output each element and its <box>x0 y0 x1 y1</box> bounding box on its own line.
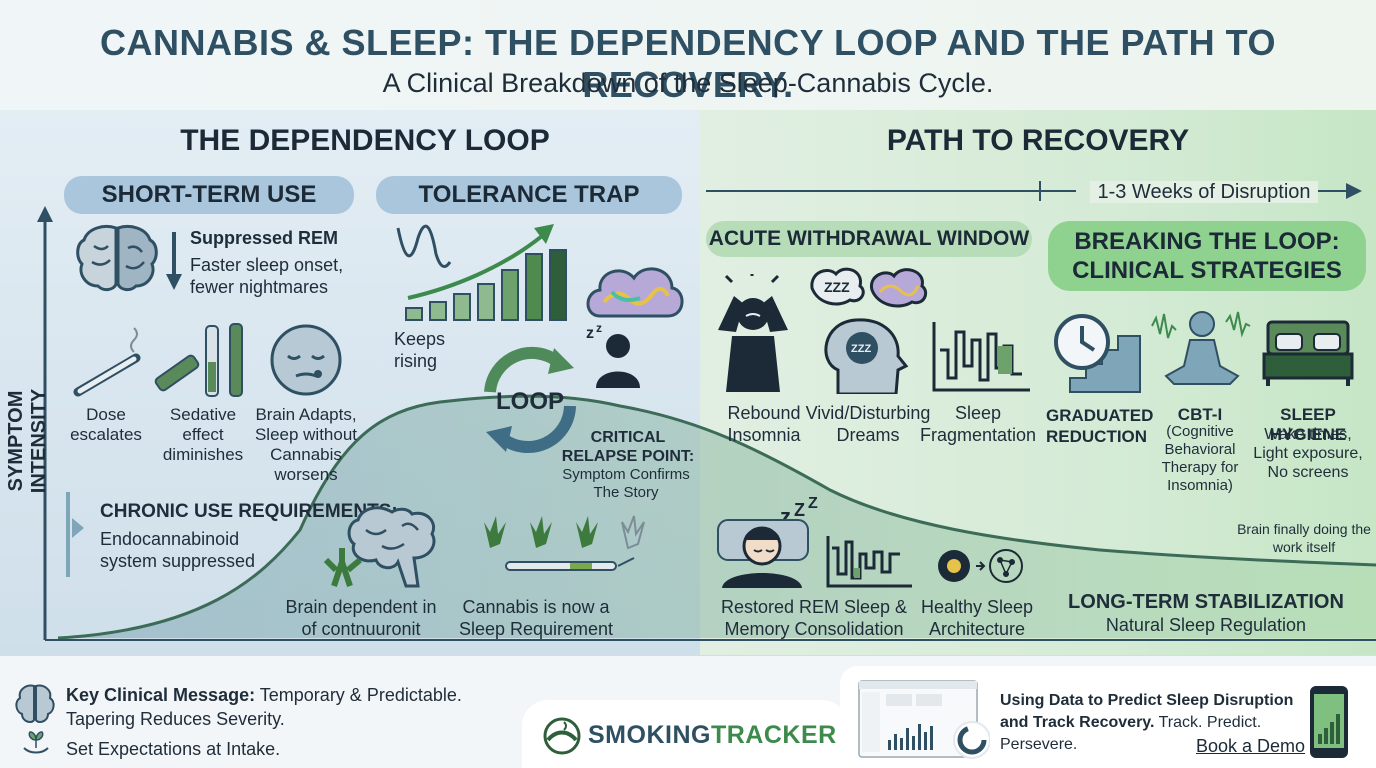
loop-label: LOOP <box>495 388 564 415</box>
rem-text: Faster sleep onset, fewer nightmares <box>190 255 344 297</box>
rem-graph-icon <box>826 536 912 588</box>
svg-text:z: z <box>596 321 602 335</box>
key-message-label: Key Clinical Message: <box>66 685 256 705</box>
page-subtitle: A Clinical Breakdown of the Sleep-Cannab… <box>382 68 994 98</box>
fragmented-sleep-graph-icon <box>932 322 1030 392</box>
key-message-text: Temporary & Predictable. <box>259 685 462 705</box>
sleep-fragmentation-text: Sleep Fragmentation <box>920 403 1037 445</box>
y-axis-label: SYMPTOM INTENSITY <box>5 388 50 494</box>
expectations-text: Set Expectations at Intake. <box>66 739 281 759</box>
promo-text: Using Data to Predict Sleep Disruption a… <box>1000 690 1310 756</box>
brand-name: SMOKINGTRACKER <box>588 721 837 750</box>
withdrawal-pill: ACUTE WITHDRAWAL WINDOW <box>706 221 1032 257</box>
distressed-person-icon <box>718 274 788 392</box>
cannabis-leaves-icon <box>484 515 645 571</box>
rebound-insomnia-text: Rebound Insomnia <box>727 403 801 445</box>
timeline-arrow <box>706 181 1362 201</box>
page-title: CANNABIS & SLEEP: THE DEPENDENCY LOOP AN… <box>100 22 1276 105</box>
book-demo-link[interactable]: Book a Demo <box>1196 736 1306 756</box>
vivid-dreams-text: Vivid/Disturbing Dreams <box>805 403 931 445</box>
brain-dependent-text: Brain dependent in of contnuuronit <box>285 597 437 639</box>
chronic-marker <box>66 492 70 577</box>
sleep-hygiene-text: Wake times, Light exposure, No screens <box>1253 426 1363 481</box>
keeps-rising-text: Keeps rising <box>394 329 446 371</box>
vape-pen-icon <box>154 323 243 397</box>
critical-relapse-text: Symptom Confirms The Story <box>562 466 690 501</box>
svg-text:z: z <box>586 325 594 342</box>
restored-rem-text: Restored REM Sleep & Memory Consolidatio… <box>720 597 908 639</box>
tolerance-pill: TOLERANCE TRAP <box>376 176 682 214</box>
key-message: Key Clinical Message: Temporary & Predic… <box>66 684 506 706</box>
dependency-heading: THE DEPENDENCY LOOP <box>180 124 550 157</box>
dependent-brain-icon <box>323 506 436 588</box>
smokingtracker-logo-icon <box>543 717 581 755</box>
brand-name-b: TRACKER <box>710 721 837 749</box>
long-term-text: Natural Sleep Regulation <box>1105 615 1307 635</box>
dream-cloud-icon <box>586 267 684 318</box>
svg-text:ZZZ: ZZZ <box>851 343 871 355</box>
sedative-text: Sedative effect diminishes <box>162 405 244 464</box>
sleeping-person-icon: z z <box>586 321 640 388</box>
long-term-title: LONG-TERM STABILIZATION <box>1068 591 1344 613</box>
brain-adapts-text: Brain Adapts, Sleep without Cannabis wor… <box>254 405 358 484</box>
cbti-title: CBT-I <box>1177 405 1223 424</box>
header-background <box>0 0 1376 110</box>
brand-name-a: SMOKING <box>588 721 711 749</box>
sleep-hygiene-title: SLEEP HYGIENE <box>1269 405 1347 444</box>
svg-text:ZZZ: ZZZ <box>824 279 850 295</box>
bed-icon <box>1262 320 1354 386</box>
graduated-reduction-title: GRADUATED REDUCTION <box>1046 406 1154 446</box>
joint-icon <box>73 327 141 397</box>
footer-brain-icon <box>15 684 55 723</box>
rem-title: Suppressed REM <box>190 228 339 248</box>
recovery-heading: PATH TO RECOVERY <box>886 124 1190 157</box>
promo-tagline: Track. Predict. Persevere. <box>1000 714 1262 753</box>
clock-stairs-icon <box>1054 314 1141 393</box>
chronic-text: Endocannabinoid system suppressed <box>100 529 256 571</box>
dashboard-preview-icon <box>858 680 990 759</box>
chronic-title: CHRONIC USE REQUIREMENTS: <box>100 501 398 522</box>
promo-bold: Using Data to Predict Sleep Disruption a… <box>1000 692 1294 731</box>
svg-text:Z: Z <box>808 495 818 512</box>
brain-icon <box>76 225 158 292</box>
healthy-architecture-text: Healthy Sleep Architecture <box>920 597 1034 639</box>
dose-escalates-text: Dose escalates <box>70 405 142 444</box>
short-term-pill: SHORT-TERM USE <box>64 176 354 214</box>
restful-sleeper-icon: z Z Z <box>717 495 818 588</box>
dreaming-head-icon: ZZZ ZZZ <box>810 267 928 394</box>
brain-note-text: Brain finally doing the work itself <box>1237 521 1371 555</box>
timeline-label: 1-3 Weeks of Disruption <box>1090 181 1318 203</box>
svg-text:z: z <box>780 504 791 529</box>
rising-bars-chart-icon <box>396 224 567 321</box>
cbti-text: (Cognitive Behavioral Therapy for Insomn… <box>1161 423 1239 494</box>
healthy-brain-network-icon <box>938 549 1023 583</box>
brand-panel <box>522 700 848 768</box>
symptom-curve-area <box>58 396 1376 638</box>
symptom-curve-line <box>57 394 1376 640</box>
y-axis-arrow <box>37 206 53 222</box>
svg-text:Z: Z <box>794 500 805 520</box>
symptom-curve-graphic <box>37 206 1376 641</box>
loop-cycle-icon <box>484 346 576 453</box>
meditation-icon <box>1151 311 1251 385</box>
sleepy-face-icon <box>270 324 342 396</box>
critical-relapse-title: CRITICAL RELAPSE POINT: <box>561 429 695 465</box>
cannabis-requirement-text: Cannabis is now a Sleep Requirement <box>458 597 614 639</box>
breaking-loop-pill: BREAKING THE LOOP: CLINICAL STRATEGIES <box>1048 221 1366 291</box>
tapering-text: Tapering Reduces Severity. <box>66 709 285 729</box>
sprout-hand-icon <box>23 731 49 754</box>
down-arrow-icon <box>166 232 182 290</box>
phone-icon <box>1310 686 1348 758</box>
